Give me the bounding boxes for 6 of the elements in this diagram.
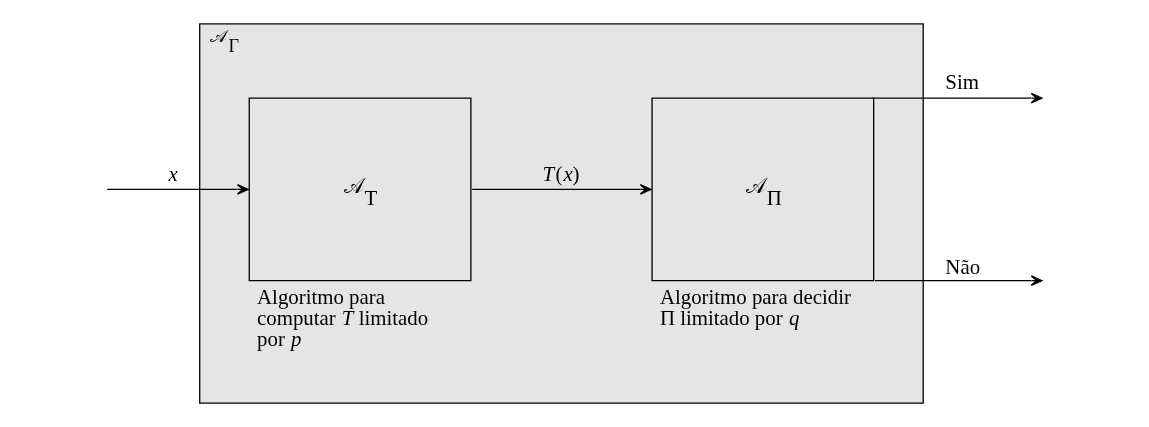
edge-label: Não [945, 254, 981, 279]
edge-label: x [168, 162, 178, 187]
edge-label: Sim [945, 69, 979, 94]
edge-label: T(x) [542, 162, 580, 187]
node-label: Algoritmo para decidir Π limitado por q [659, 284, 851, 330]
node-label: Algoritmo para computar T limitado por p [257, 284, 429, 351]
